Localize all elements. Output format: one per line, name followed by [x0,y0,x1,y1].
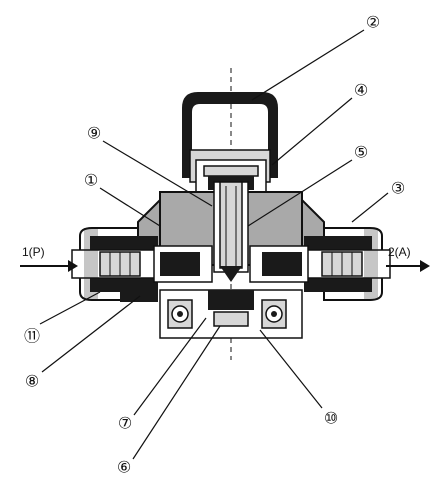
leader-3 [351,192,389,223]
outlet-port-label: 2(A) [388,245,411,259]
callout-9: ⑨ [87,124,101,143]
leader-11 [39,291,101,325]
leader-9 [102,140,213,207]
callout-6: ⑥ [117,458,131,477]
leader-8 [41,295,141,373]
base-plug [213,311,249,327]
inlet-port-label: 1(P) [22,245,45,259]
outlet-arrow [386,260,430,272]
callout-10: ⑩ [324,409,338,428]
orifice-seat [208,290,254,310]
leader-2 [251,29,365,101]
leader-10 [259,329,323,409]
needle-stem [213,181,249,282]
callout-8: ⑧ [25,372,39,391]
right-screw [261,299,287,329]
right-release-collet [364,228,378,300]
left-release-collet [84,228,98,300]
leader-5 [247,159,353,227]
callouts: ② ④ ⑨ ⑤ ① ③ ⑪ ⑧ ⑦ ⑩ ⑥ [24,13,405,477]
callout-3: ③ [391,179,405,198]
callout-1: ① [84,171,98,190]
leader-4 [271,97,353,166]
left-screw [167,299,193,329]
callout-2: ② [366,13,380,32]
inlet-arrow [20,260,78,272]
leader-6 [132,325,221,460]
leader-7 [133,317,207,416]
left-fitting [71,227,213,302]
callout-7: ⑦ [118,414,132,433]
leader-lines [39,29,389,460]
callout-4: ④ [354,81,368,100]
callout-11: ⑪ [24,327,40,346]
leader-1 [99,187,161,227]
valve-assembly [20,68,430,360]
callout-5: ⑤ [354,143,368,162]
right-fitting [249,227,391,301]
